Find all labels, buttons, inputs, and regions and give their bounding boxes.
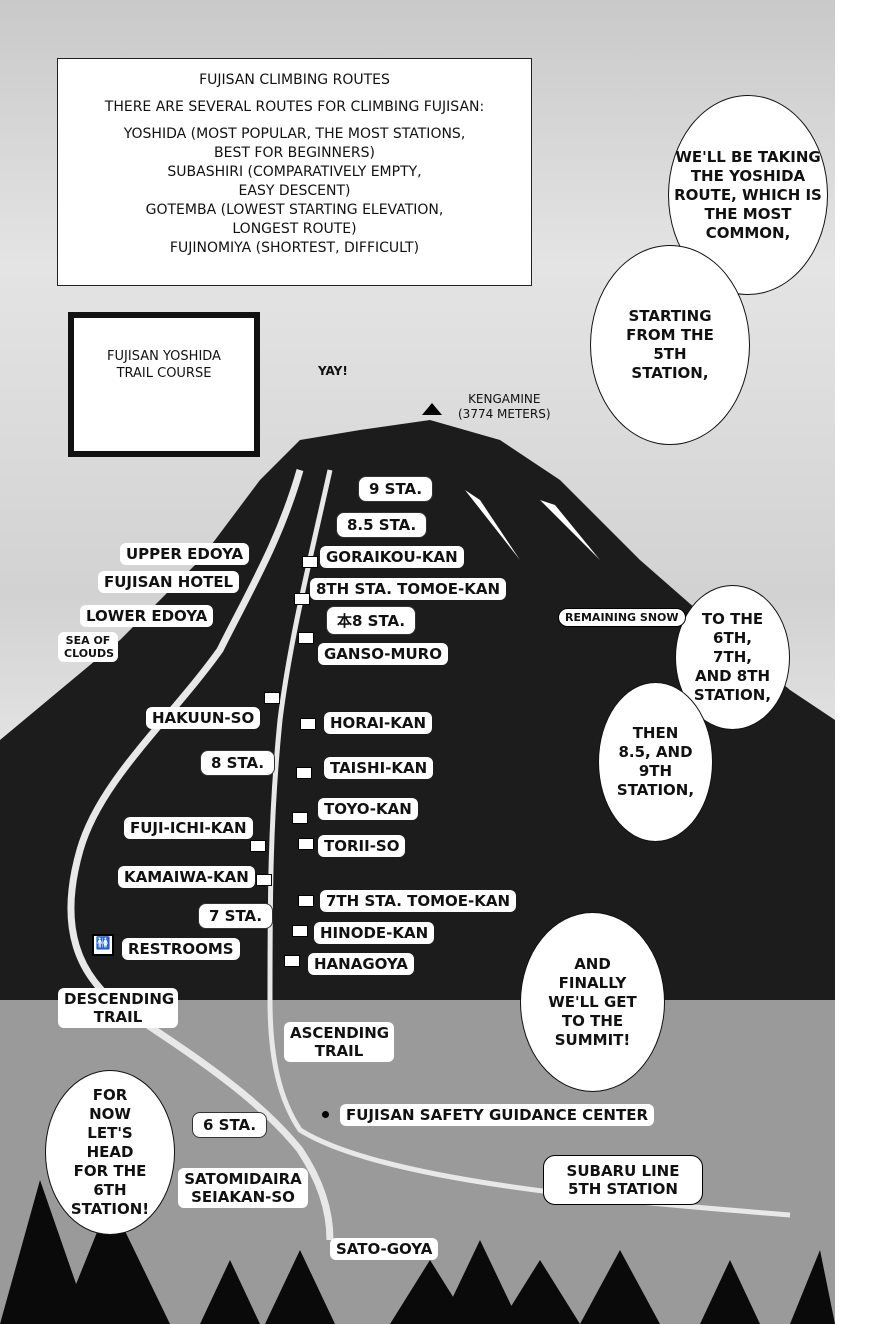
hut-icon [292, 812, 308, 824]
hut-toyo-kan: TOYO-KAN [318, 798, 418, 820]
hut-icon [298, 838, 314, 850]
hut-kamaiwa-kan: KAMAIWA-KAN [118, 866, 255, 888]
summit-label: KENGAMINE(3774 METERS) [458, 392, 551, 422]
station-hon-8: 本8 STA. [326, 606, 417, 635]
bubble-text: TO THE 6TH, 7TH, AND 8TH STATION, [693, 610, 772, 704]
hut-upper-edoya: UPPER EDOYA [120, 543, 250, 565]
summit-name: KENGAMINE [468, 392, 541, 406]
speech-bubble: THEN 8.5, AND 9TH STATION, [598, 682, 713, 842]
sato-goya-label: SATO-GOYA [330, 1238, 439, 1260]
hut-icon [292, 925, 308, 937]
route-subashiri-note: EASY DESCENT) [238, 183, 351, 199]
hut-horai-kan: HORAI-KAN [324, 712, 433, 734]
yay-text: YAY! [318, 364, 348, 378]
station-6: 6 STA. [192, 1112, 268, 1138]
hut-7th-tomoe-kan: 7TH STA. TOMOE-KAN [320, 890, 517, 912]
trees [0, 1180, 835, 1324]
course-title-box: FUJISAN YOSHIDA TRAIL COURSE [68, 312, 260, 457]
descending-trail-label: DESCENDING TRAIL [58, 988, 178, 1028]
bubble-text: FOR NOW LET'S HEAD FOR THE 6TH STATION! [70, 1086, 150, 1218]
speech-bubble: FOR NOW LET'S HEAD FOR THE 6TH STATION! [45, 1070, 175, 1235]
hut-8th-tomoe-kan: 8TH STA. TOMOE-KAN [310, 578, 507, 600]
routes-title: FUJISAN CLIMBING ROUTES [199, 72, 390, 88]
snow-patch [465, 490, 520, 560]
hut-icon [298, 632, 314, 644]
hut-icon [284, 955, 300, 967]
climbing-routes-box: FUJISAN CLIMBING ROUTES THERE ARE SEVERA… [57, 58, 532, 286]
restroom-icon: 🚻 [92, 934, 114, 956]
hut-icon [250, 840, 266, 852]
route-gotemba: GOTEMBA (LOWEST STARTING ELEVATION, [145, 202, 444, 218]
ascending-trail [267, 469, 791, 1218]
summit-marker [422, 403, 442, 415]
hut-icon [264, 692, 280, 704]
station-9: 9 STA. [358, 476, 434, 502]
guidance-center-dot [322, 1111, 329, 1118]
hut-icon [302, 556, 318, 568]
hut-ganso-muro: GANSO-MURO [318, 643, 448, 665]
route-yoshida: YOSHIDA (MOST POPULAR, THE MOST STATIONS… [123, 126, 466, 142]
hut-icon [300, 718, 316, 730]
hut-fuji-ichi-kan: FUJI-ICHI-KAN [124, 817, 253, 839]
satomidaira-label: SATOMIDAIRA SEIAKAN-SO [178, 1168, 308, 1208]
hut-icon [294, 593, 310, 605]
speech-bubble: WE'LL BE TAKING THE YOSHIDA ROUTE, WHICH… [668, 95, 828, 295]
hut-hinode-kan: HINODE-KAN [314, 922, 435, 944]
routes-intro: THERE ARE SEVERAL ROUTES FOR CLIMBING FU… [104, 99, 485, 115]
station-8-5: 8.5 STA. [336, 512, 428, 538]
hut-taishi-kan: TAISHI-KAN [324, 757, 434, 779]
course-title: FUJISAN YOSHIDA TRAIL COURSE [107, 349, 221, 381]
route-gotemba-note: LONGEST ROUTE) [232, 221, 357, 237]
bubble-text: AND FINALLY WE'LL GET TO THE SUMMIT! [548, 954, 637, 1049]
route-fujinomiya: FUJINOMIYA (SHORTEST, DIFFICULT) [169, 240, 420, 256]
speech-bubble: AND FINALLY WE'LL GET TO THE SUMMIT! [520, 912, 665, 1092]
remaining-snow-label: REMAINING SNOW [558, 608, 686, 627]
ascending-trail-label: ASCENDING TRAIL [284, 1022, 394, 1062]
hut-icon [296, 767, 312, 779]
speech-bubble: STARTING FROM THE 5TH STATION, [590, 245, 750, 445]
summit-elevation: (3774 METERS) [458, 407, 551, 421]
subaru-line-label: SUBARU LINE 5TH STATION [543, 1155, 703, 1205]
station-7: 7 STA. [198, 903, 274, 929]
hut-hanagoya: HANAGOYA [308, 953, 414, 975]
bubble-text: STARTING FROM THE 5TH STATION, [626, 307, 714, 382]
manga-panel: FUJISAN CLIMBING ROUTES THERE ARE SEVERA… [0, 0, 835, 1324]
hut-lower-edoya: LOWER EDOYA [80, 605, 214, 627]
hut-goraikou-kan: GORAIKOU-KAN [320, 546, 464, 568]
bubble-text: THEN 8.5, AND 9TH STATION, [616, 724, 695, 799]
hut-icon [298, 895, 314, 907]
hut-fujisan-hotel: FUJISAN HOTEL [98, 571, 240, 593]
guidance-center-label: FUJISAN SAFETY GUIDANCE CENTER [340, 1104, 654, 1126]
route-subashiri: SUBASHIRI (COMPARATIVELY EMPTY, [167, 164, 422, 180]
descending-trail [67, 469, 334, 1241]
restrooms-label: RESTROOMS [122, 938, 240, 960]
sea-of-clouds-label: SEA OF CLOUDS [58, 632, 118, 662]
hut-icon [256, 874, 272, 886]
route-yoshida-note: BEST FOR BEGINNERS) [214, 145, 375, 161]
snow-patch [540, 500, 600, 560]
bubble-text: WE'LL BE TAKING THE YOSHIDA ROUTE, WHICH… [674, 147, 822, 242]
hut-torii-so: TORII-SO [318, 835, 406, 857]
hut-hakuun-so: HAKUUN-SO [146, 707, 261, 729]
station-8: 8 STA. [200, 750, 276, 776]
